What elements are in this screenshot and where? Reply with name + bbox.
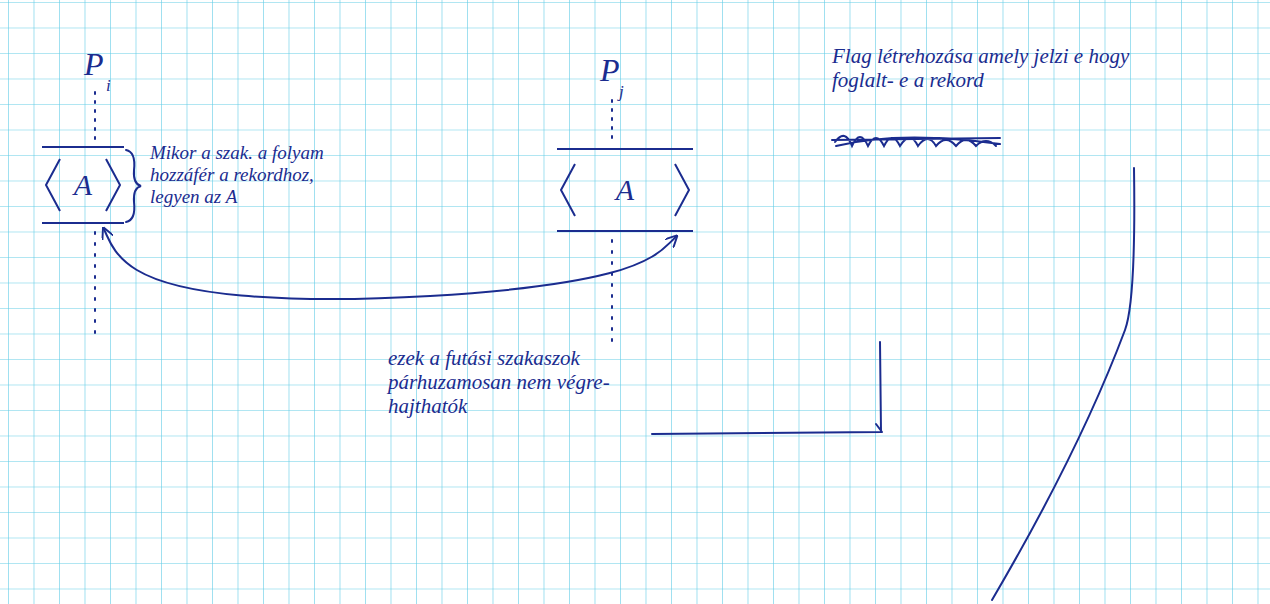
critical-section-box: A	[557, 148, 693, 232]
process-index: j	[619, 82, 624, 102]
process-index: i	[106, 76, 111, 96]
curved-arrow	[104, 228, 677, 299]
angle-bracket	[46, 159, 60, 211]
section-name: A	[42, 168, 124, 202]
bracket	[876, 424, 882, 432]
angle-bracket	[675, 164, 689, 216]
process-line	[94, 232, 96, 340]
process-name: P	[600, 52, 620, 89]
angle-bracket	[106, 159, 120, 211]
annotation: ezek a futási szakaszok párhuzamosan nem…	[388, 346, 658, 418]
process-line	[611, 240, 613, 345]
critical-section-box: A	[42, 146, 124, 224]
section-name: A	[557, 173, 693, 207]
angle-bracket	[561, 164, 575, 216]
brace	[126, 150, 141, 222]
process-line	[94, 92, 96, 140]
process-line	[611, 100, 613, 142]
crossed-out-text	[832, 136, 1000, 146]
annotation: Flag létrehozása amely jelzi e hogy fogl…	[832, 44, 1132, 92]
margin-line	[992, 168, 1134, 600]
annotation: Mikor a szak. a folyam hozzáfér a rekord…	[150, 142, 325, 208]
process-name: P	[84, 46, 104, 83]
bracket	[652, 342, 881, 434]
